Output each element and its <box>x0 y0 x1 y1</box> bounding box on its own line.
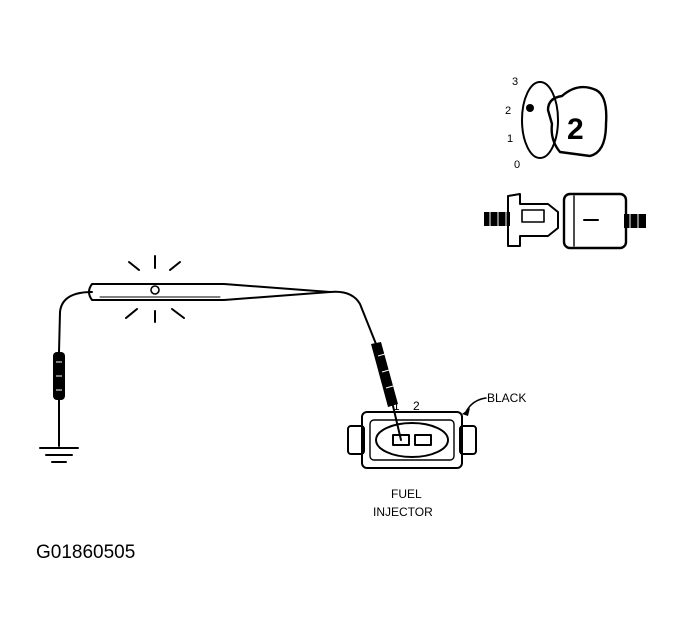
figure-code: G01860505 <box>36 542 135 563</box>
pin-2-label: 2 <box>413 399 420 413</box>
ignition-switch-inset <box>521 81 608 159</box>
fuel-injector-connector <box>347 411 477 469</box>
connector-halves-inset <box>484 192 646 250</box>
component-label-line2: INJECTOR <box>373 505 433 519</box>
switch-position-0: 0 <box>514 159 520 171</box>
connector-color-label: BLACK <box>487 391 526 405</box>
test-light <box>88 255 331 323</box>
component-label-line1: FUEL <box>391 487 422 501</box>
selected-position-label: 2 <box>567 113 584 146</box>
switch-position-3: 3 <box>512 76 518 88</box>
callout-arrow <box>465 397 487 413</box>
switch-position-2: 2 <box>505 105 511 117</box>
key-head-icon <box>546 85 608 158</box>
probe-lead <box>329 290 402 441</box>
arrowhead-icon <box>462 408 470 416</box>
ground-symbol-icon <box>39 447 79 463</box>
ground-lead <box>53 291 93 447</box>
glow-rays <box>125 255 185 323</box>
switch-position-1: 1 <box>507 133 513 145</box>
pin-1-label: 1 <box>393 399 400 413</box>
